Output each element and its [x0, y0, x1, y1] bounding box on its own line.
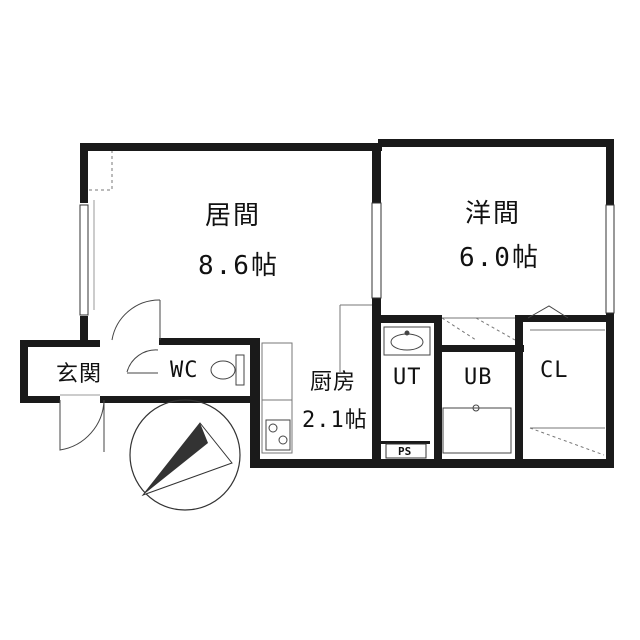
western-room-size: 6.0帖 — [459, 243, 540, 273]
doors — [59, 299, 569, 452]
bathtub-icon — [442, 404, 512, 454]
toilet-icon — [210, 354, 245, 386]
pipe-space-label: PS — [398, 445, 412, 458]
kitchen-size: 2.1帖 — [302, 408, 368, 433]
windows — [79, 202, 615, 316]
bath-label: UB — [464, 365, 493, 390]
kitchen-name: 厨房 — [310, 370, 357, 395]
living-room-name: 居間 — [205, 201, 262, 231]
pipe-space-box — [385, 443, 427, 459]
walls — [20, 139, 614, 468]
entrance-label: 玄関 — [56, 362, 103, 387]
living-room-size: 8.6帖 — [198, 251, 279, 281]
north-arrow-icon — [129, 399, 241, 511]
closet-label: CL — [540, 358, 569, 383]
sink-icon — [383, 326, 431, 356]
utility-label: UT — [393, 365, 422, 390]
toilet-label: WC — [170, 358, 199, 383]
western-room-name: 洋間 — [465, 199, 522, 229]
stove-icon — [265, 419, 291, 451]
